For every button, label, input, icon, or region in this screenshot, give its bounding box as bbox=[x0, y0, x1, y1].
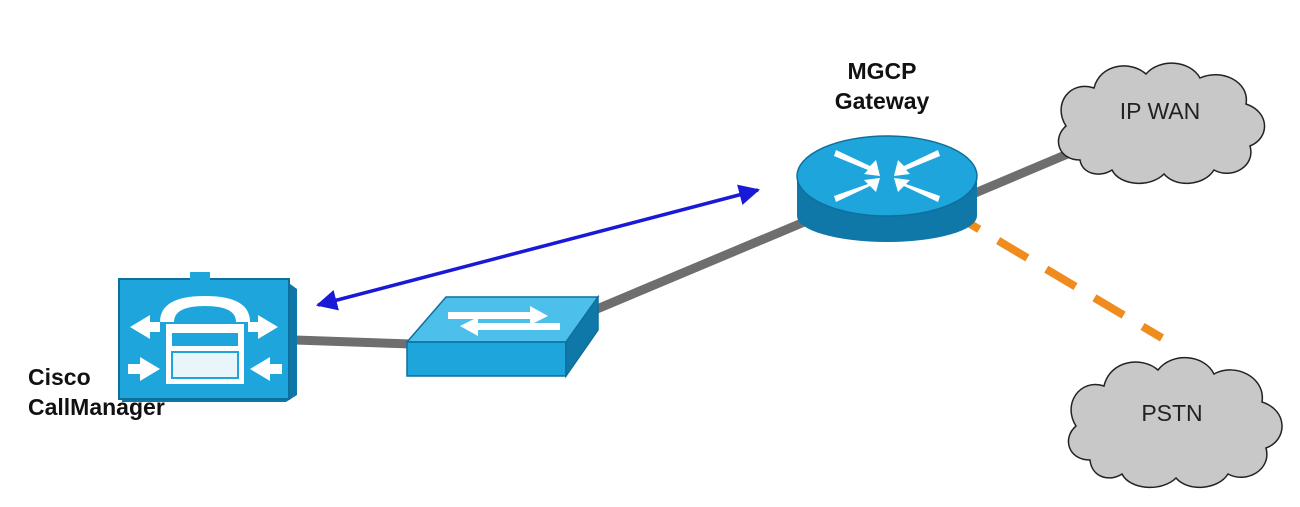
gateway-label-line2: Gateway bbox=[835, 88, 930, 114]
gateway-label-line1: MGCP bbox=[848, 58, 917, 84]
callmanager-label-line1: Cisco bbox=[28, 364, 91, 390]
signaling-arrow bbox=[315, 184, 761, 311]
callmanager-label-line2: CallManager bbox=[28, 394, 165, 420]
gateway-router-icon bbox=[796, 135, 978, 242]
pstn-label: PSTN bbox=[1141, 400, 1202, 426]
link-gateway-pstn bbox=[947, 208, 1165, 342]
link-callmanager-switch bbox=[294, 335, 413, 349]
pstn-cloud-icon bbox=[1067, 356, 1283, 489]
ip-wan-label: IP WAN bbox=[1120, 98, 1201, 124]
switch-icon bbox=[405, 294, 600, 379]
callmanager-icon bbox=[118, 272, 297, 402]
ip-wan-cloud-icon bbox=[1057, 62, 1266, 185]
